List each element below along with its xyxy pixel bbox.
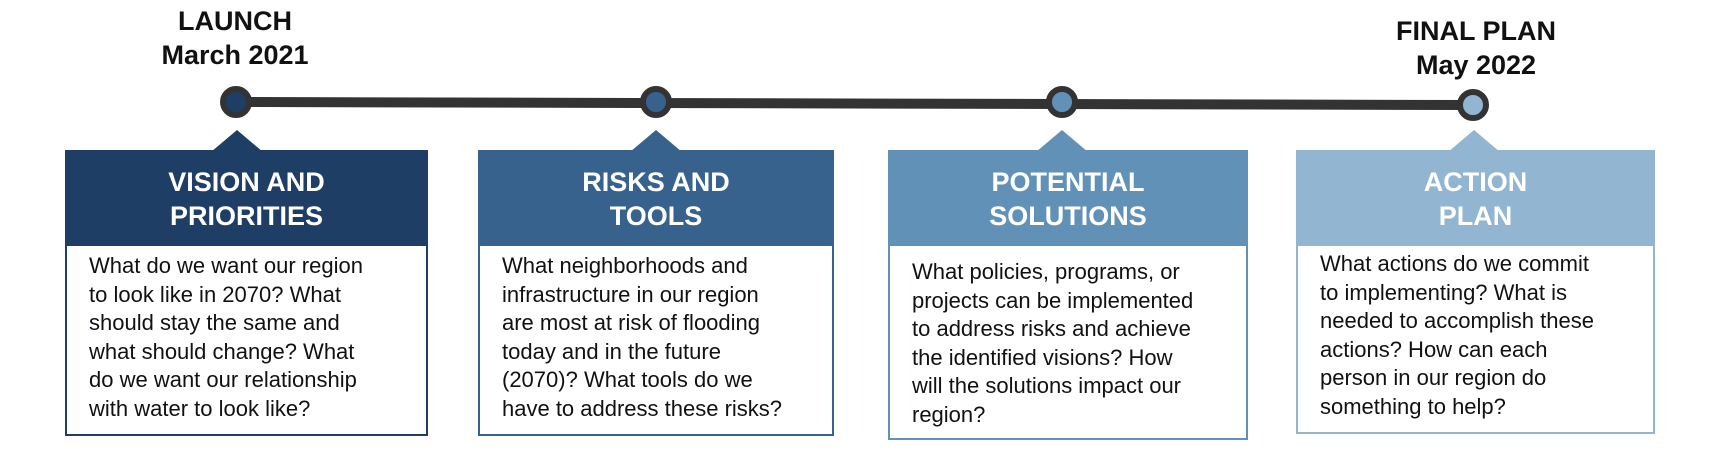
stage-3-notch [1036,130,1088,152]
stage-1-text-line: to look like in 2070? What [89,281,341,307]
timeline [220,86,1489,121]
stage-3-text-line: projects can be implemented [912,287,1194,313]
stage-2-questions: What neighborhoods and infrastructure in… [502,252,818,423]
stage-4-heading-line-2: PLAN [1438,201,1513,231]
final-plan-date: May 2022 [1415,50,1537,80]
stage-4-text-line: needed to accomplish these [1320,308,1594,333]
launch-date: March 2021 [161,40,309,70]
stage-1-heading: VISION AND PRIORITIES [67,152,426,246]
launch-milestone-label: LAUNCH March 2021 [135,4,335,72]
stage-card-potential-solutions: POTENTIAL SOLUTIONS What policies, progr… [888,130,1248,440]
stage-2-text-line: today and in the future [502,338,721,364]
stage-1-text-line: with water to look like? [89,395,311,421]
stage-1-questions: What do we want our region to look like … [89,252,412,423]
stage-2-text-line: infrastructure in our region [502,281,759,307]
launch-title: LAUNCH [178,6,292,36]
stage-4-text-line: to implementing? What is [1320,279,1567,305]
stage-1-heading-line-1: VISION AND [168,167,325,197]
timeline-node-3 [1046,86,1078,118]
stage-2-heading: RISKS AND TOOLS [480,152,832,246]
timeline-node-1 [220,86,252,118]
stage-3-text-line: the identified visions? How [912,344,1173,370]
stage-1-text-line: do we want our relationship [89,367,357,392]
stage-3-text-line: to address risks and achieve [912,316,1191,341]
stage-4-text-line: person in our region do [1320,365,1547,390]
stage-card-risks-and-tools: RISKS AND TOOLS What neighborhoods and i… [478,130,834,436]
stage-3-text-line: will the solutions impact our [912,373,1182,398]
stage-4-text-line: What actions do we commit [1320,251,1589,276]
stage-2-heading-line-2: TOOLS [609,201,703,231]
stage-1-heading-line-2: PRIORITIES [169,201,324,231]
stage-3-text-line: region? [912,401,986,427]
stage-card-action-plan: ACTION PLAN What actions do we commit to… [1296,130,1655,434]
stage-1-notch [211,130,263,152]
stage-card-vision-and-priorities: VISION AND PRIORITIES What do we want ou… [65,130,428,436]
stage-1-text-line: What do we want our region [89,253,363,278]
stage-4-notch [1448,130,1500,152]
stage-4-text-line: actions? How can each [1320,336,1548,362]
stage-2-notch [630,130,682,152]
stage-3-heading: POTENTIAL SOLUTIONS [890,152,1246,246]
final-plan-title: FINAL PLAN [1396,16,1556,46]
stage-4-text-line: something to help? [1320,393,1506,419]
stage-2-text-line: are most at risk of flooding [502,310,761,335]
stage-2-heading-line-1: RISKS AND [582,167,730,197]
stage-4-questions: What actions do we commit to implementin… [1320,250,1639,421]
stage-4-heading: ACTION PLAN [1298,152,1653,246]
stage-1-text-line: what should change? What [89,338,355,364]
timeline-node-4 [1457,89,1489,121]
stage-3-heading-line-1: POTENTIAL [991,167,1145,197]
timeline-node-2 [640,86,672,118]
final-plan-milestone-label: FINAL PLAN May 2022 [1366,14,1586,82]
stage-3-text-line: What policies, programs, or [912,259,1180,284]
stage-3-questions: What policies, programs, or projects can… [912,258,1232,429]
stage-4-heading-line-1: ACTION [1423,167,1528,197]
stage-2-text-line: have to address these risks? [502,395,783,421]
stage-2-text-line: What neighborhoods and [502,253,748,278]
stage-1-text-line: should stay the same and [89,310,340,335]
stage-2-text-line: (2070)? What tools do we [502,367,753,392]
timeline-line [235,97,1474,110]
stage-3-heading-line-2: SOLUTIONS [989,201,1147,231]
